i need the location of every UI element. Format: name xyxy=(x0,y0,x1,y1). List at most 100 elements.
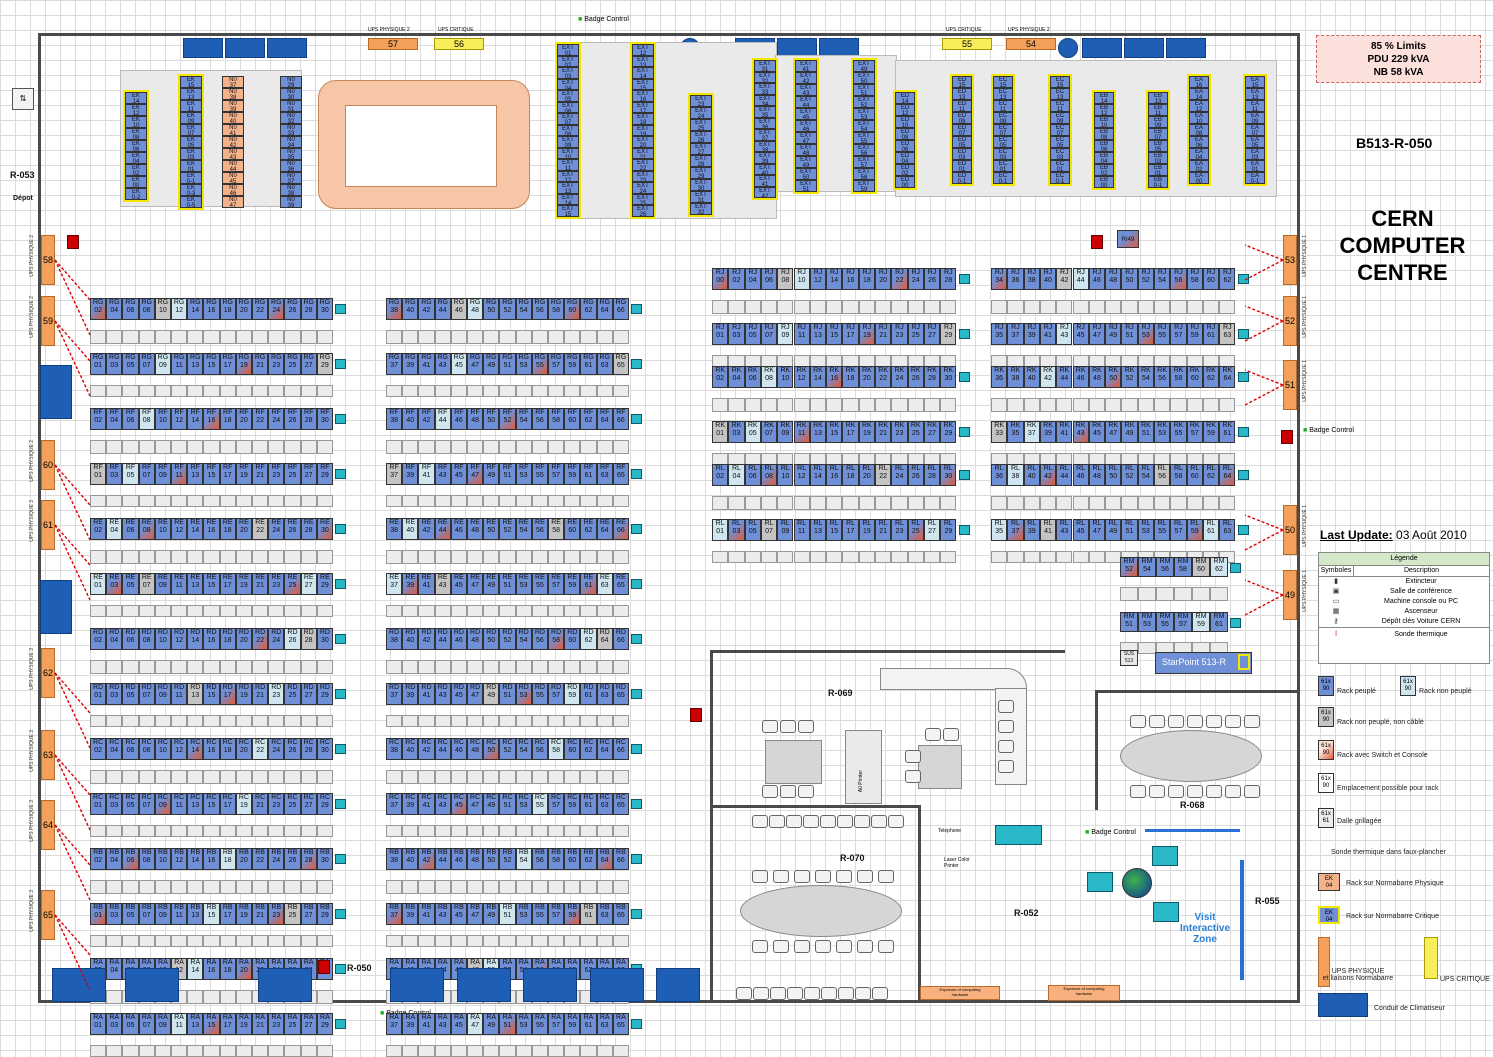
rack[interactable]: RG 19 xyxy=(235,353,252,375)
rack[interactable]: EXT 11 xyxy=(557,159,579,171)
rack[interactable]: EXT 35 xyxy=(754,106,776,118)
rack[interactable]: EA 14 xyxy=(1189,88,1209,100)
rack[interactable]: RD 14 xyxy=(187,628,204,650)
rack[interactable]: EXT 31 xyxy=(690,191,712,203)
rack[interactable]: EA 12 xyxy=(1189,100,1209,112)
rack[interactable]: RE 18 xyxy=(219,518,236,540)
rack[interactable]: EK 06 xyxy=(125,140,147,152)
rack[interactable]: N0 36 xyxy=(280,160,302,172)
rack[interactable]: EA 08 xyxy=(1189,124,1209,136)
rack[interactable]: RF 16 xyxy=(203,408,220,430)
rack[interactable]: N0 30 xyxy=(280,88,302,100)
rack[interactable]: EXT 23 xyxy=(632,170,654,182)
rack[interactable]: RG 22 xyxy=(252,298,269,320)
rack[interactable]: EXT 39 xyxy=(754,152,776,164)
rack[interactable]: EXT 52 xyxy=(853,96,875,108)
rack[interactable]: EK 08 xyxy=(125,128,147,140)
rack[interactable]: EXT 18 xyxy=(632,113,654,125)
rack[interactable]: EB 12 xyxy=(1094,104,1114,116)
rack[interactable]: ED 0-1 xyxy=(952,172,972,184)
rack[interactable]: N0 47 xyxy=(222,196,244,208)
rack[interactable]: EA 09 xyxy=(1245,112,1265,124)
rack[interactable]: RF 18 xyxy=(219,408,236,430)
rack[interactable]: EA 01 xyxy=(1245,160,1265,172)
rack[interactable]: EXT 51 xyxy=(795,180,817,192)
ups-left-64[interactable]: 64 xyxy=(41,800,55,850)
rack[interactable]: EXT 30 xyxy=(690,179,712,191)
rack[interactable]: RD 26 xyxy=(284,628,301,650)
rack[interactable]: RG 06 xyxy=(122,298,139,320)
rack[interactable]: EXT 55 xyxy=(853,132,875,144)
rack[interactable]: RD 08 xyxy=(138,628,155,650)
rack[interactable]: RE 21 xyxy=(252,573,269,595)
ups-left-62[interactable]: 62 xyxy=(41,648,55,698)
rack[interactable]: EA 00 xyxy=(1189,172,1209,184)
rack[interactable]: RG 30 xyxy=(316,298,333,320)
rack[interactable]: EXT 57 xyxy=(853,156,875,168)
rack[interactable]: EA 11 xyxy=(1245,100,1265,112)
ups-left-63[interactable]: 63 xyxy=(41,730,55,780)
rack[interactable]: RG 12 xyxy=(171,298,188,320)
rack[interactable]: ED 06 xyxy=(895,140,915,152)
rack[interactable]: EK 05 xyxy=(180,136,202,148)
rack[interactable]: RE 29 xyxy=(316,573,333,595)
rack[interactable]: EB 11 xyxy=(1148,104,1168,116)
ups-left-58[interactable]: 58 xyxy=(41,235,55,285)
rack[interactable]: RF 17 xyxy=(219,463,236,485)
rack[interactable]: EB 01 xyxy=(1148,164,1168,176)
rack[interactable]: RE 12 xyxy=(171,518,188,540)
rack[interactable]: RF 09 xyxy=(154,463,171,485)
rack[interactable]: EXT 23 xyxy=(690,95,712,107)
rack[interactable]: EC 0-1 xyxy=(1050,172,1070,184)
rack[interactable]: RG 13 xyxy=(187,353,204,375)
rack[interactable]: N0 40 xyxy=(222,112,244,124)
rack[interactable]: EXT 37 xyxy=(754,129,776,141)
rack[interactable]: EXT 05 xyxy=(557,90,579,102)
rack[interactable]: RD 04 xyxy=(106,628,123,650)
rack[interactable]: ED 00 xyxy=(895,176,915,188)
rack[interactable]: RE 14 xyxy=(187,518,204,540)
rack[interactable]: EC 09 xyxy=(993,112,1013,124)
rack[interactable]: EB 06 xyxy=(1094,140,1114,152)
rack[interactable]: RE 25 xyxy=(284,573,301,595)
rack[interactable]: EXT 24 xyxy=(632,182,654,194)
rack[interactable]: EXT 14 xyxy=(632,67,654,79)
rack[interactable]: RE 04 xyxy=(106,518,123,540)
rack[interactable]: N0 39 xyxy=(222,100,244,112)
rack[interactable]: RD 20 xyxy=(235,628,252,650)
rack[interactable]: EXT 19 xyxy=(632,124,654,136)
rack[interactable]: EC 11 xyxy=(993,100,1013,112)
rack[interactable]: RF 19 xyxy=(235,463,252,485)
rack[interactable]: EXT 28 xyxy=(690,155,712,167)
rack[interactable]: EC 05 xyxy=(1050,136,1070,148)
rack[interactable]: EXT 36 xyxy=(754,117,776,129)
rack[interactable]: RG 25 xyxy=(284,353,301,375)
rack[interactable]: EB 14 xyxy=(1094,92,1114,104)
rack[interactable]: RG 20 xyxy=(235,298,252,320)
ups-left-60[interactable]: 60 xyxy=(41,440,55,490)
rack[interactable]: EB 05 xyxy=(1148,140,1168,152)
rack[interactable]: RG 16 xyxy=(203,298,220,320)
rack[interactable]: EXT 32 xyxy=(690,203,712,215)
rack[interactable]: RF 13 xyxy=(187,463,204,485)
rack[interactable]: EK 0-1 xyxy=(180,172,202,184)
rack[interactable]: RD 06 xyxy=(122,628,139,650)
rack[interactable]: EK 15 xyxy=(180,76,202,88)
rack[interactable]: EXT 38 xyxy=(754,140,776,152)
rack[interactable]: EXT 33 xyxy=(754,83,776,95)
rack[interactable]: N0 32 xyxy=(280,112,302,124)
rack[interactable]: EA 06 xyxy=(1189,136,1209,148)
rack[interactable]: RF 30 xyxy=(316,408,333,430)
rack[interactable]: EXT 14 xyxy=(557,193,579,205)
rack[interactable]: EB 13 xyxy=(1148,92,1168,104)
rack[interactable]: EXT 13 xyxy=(632,55,654,67)
rack[interactable]: EXT 41 xyxy=(795,60,817,72)
rack[interactable]: EA 13 xyxy=(1245,88,1265,100)
rack[interactable]: ED 14 xyxy=(895,92,915,104)
rack[interactable]: EXT 50 xyxy=(795,168,817,180)
rack[interactable]: EC 07 xyxy=(1050,124,1070,136)
rack[interactable]: EB 03 xyxy=(1148,152,1168,164)
rack[interactable]: EB 02 xyxy=(1094,164,1114,176)
rack[interactable]: RD 24 xyxy=(268,628,285,650)
rack[interactable]: RG 08 xyxy=(138,298,155,320)
